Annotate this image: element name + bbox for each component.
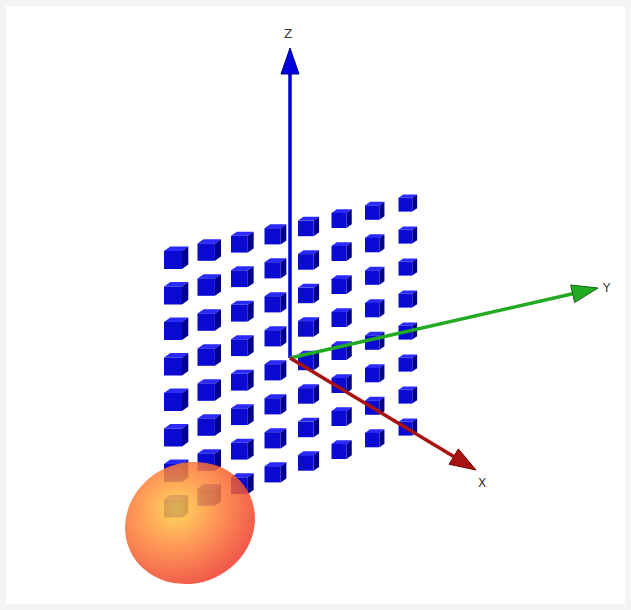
- cube: [265, 428, 287, 448]
- cube: [332, 209, 352, 228]
- cube: [399, 354, 418, 371]
- cube: [231, 266, 254, 287]
- cube: [164, 247, 188, 269]
- cube: [298, 317, 319, 336]
- cube: [164, 282, 188, 304]
- cube: [231, 232, 254, 253]
- cube: [399, 226, 418, 243]
- cube: [399, 386, 418, 403]
- cube: [265, 462, 287, 482]
- cube: [298, 451, 319, 470]
- cube: [265, 360, 287, 380]
- cube: [365, 202, 384, 220]
- cube: [231, 301, 254, 322]
- y-axis: [290, 294, 573, 358]
- cube: [198, 239, 221, 261]
- cube: [399, 194, 418, 211]
- cube: [198, 344, 221, 366]
- axis-label: X: [478, 477, 486, 489]
- x-axis: [290, 358, 454, 457]
- cube: [231, 404, 254, 425]
- cube: [332, 440, 352, 459]
- cube: [231, 370, 254, 391]
- cube: [265, 394, 287, 414]
- cube: [365, 234, 384, 252]
- cube: [365, 364, 384, 382]
- cube: [164, 389, 188, 411]
- cube: [298, 418, 319, 437]
- axis-label: Z: [284, 28, 292, 40]
- cube: [298, 384, 319, 403]
- x-axis-head: [449, 449, 476, 470]
- axes: [281, 48, 598, 470]
- cube: [298, 217, 319, 236]
- cube: [365, 299, 384, 317]
- cube: [298, 250, 319, 269]
- cube: [164, 318, 188, 340]
- cube: [198, 379, 221, 401]
- cube: [399, 258, 418, 275]
- cube: [164, 424, 188, 446]
- canvas-ground: [6, 6, 625, 604]
- z-axis-head: [281, 48, 299, 74]
- cube: [399, 290, 418, 307]
- y-axis-head: [571, 285, 598, 303]
- cube: [298, 284, 319, 303]
- cube: [231, 439, 254, 460]
- cube: [332, 407, 352, 426]
- cube: [265, 224, 287, 244]
- axis-label: Y: [603, 282, 610, 294]
- cube: [365, 267, 384, 285]
- cube: [198, 274, 221, 296]
- cube: [265, 326, 287, 346]
- cube: [332, 308, 352, 327]
- cube: [164, 353, 188, 375]
- z-axis: [288, 74, 292, 358]
- cube: [198, 414, 221, 436]
- cube: [332, 242, 352, 261]
- cube: [231, 335, 254, 356]
- cube: [265, 292, 287, 312]
- isosurface-blob: [105, 441, 275, 606]
- cube: [265, 258, 287, 278]
- cube: [365, 429, 384, 447]
- cube: [198, 309, 221, 331]
- cube: [332, 275, 352, 294]
